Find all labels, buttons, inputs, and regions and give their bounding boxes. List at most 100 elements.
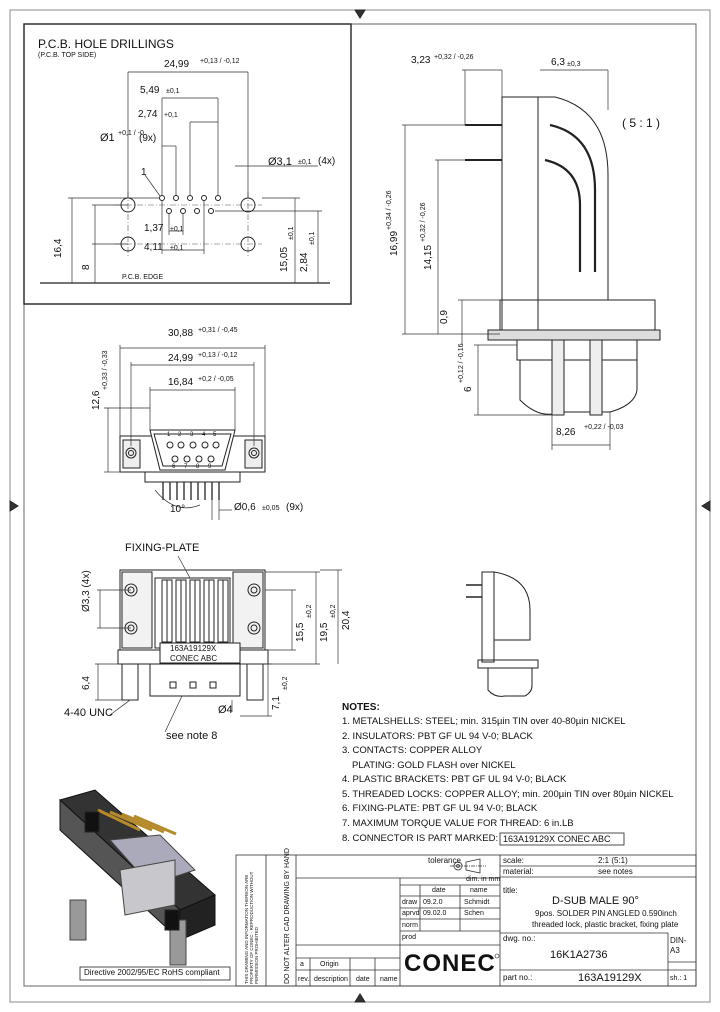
front-w1-tol: +0,31 / -0,45 <box>198 327 238 334</box>
front-pin-7: 7 <box>184 464 188 470</box>
pcb-dim-v4-tol: ±0,1 <box>309 231 316 245</box>
front-v1: 12,6 <box>91 390 102 410</box>
note-item: 7. MAXIMUM TORQUE VALUE FOR THREAD: 6 in… <box>342 818 574 829</box>
side-v1-tol: +0,34 / -0,26 <box>386 190 393 230</box>
tb-date-col: date <box>356 976 370 983</box>
note-item: 5. THREADED LOCKS: COPPER ALLOY; min. 20… <box>342 789 674 800</box>
bottom-v1-tol: ±0,2 <box>306 604 313 618</box>
tb-row-name: Schmidt <box>464 899 490 906</box>
side-b1-tol: +0,22 / -0,03 <box>584 424 624 431</box>
pcb-dim-d2: 5,49 <box>140 85 160 96</box>
bottom-v3: 20,4 <box>341 610 352 630</box>
side-v2-tol: +0,32 / -0,26 <box>420 202 427 242</box>
pcb-dim-d4: Ø1 <box>100 132 115 144</box>
front-w3-tol: +0,2 / -0,05 <box>198 376 234 383</box>
note-marking: 163A19129X CONEC ABC <box>503 834 611 844</box>
front-dimensions <box>104 345 266 520</box>
bottom-v5-tol: ±0,2 <box>282 676 289 690</box>
pcb-dim-v2: 8 <box>81 264 92 270</box>
bottom-hole: Ø3,3 (4x) <box>81 570 92 612</box>
tb-row-label: draw <box>402 899 418 906</box>
side-h1: 3,23 <box>411 55 431 66</box>
tb-material-value: see notes <box>598 867 633 876</box>
side-v1: 16,99 <box>389 230 400 256</box>
tb-title-1: D-SUB MALE 90° <box>552 895 639 907</box>
center-mark-bottom <box>354 993 366 1003</box>
tb-part-label: part no.: <box>503 973 533 982</box>
tb-row-label: aprvd <box>402 910 420 917</box>
tb-tolerance: tolerance <box>428 856 461 865</box>
rohs-label: Directive 2002/95/EC RoHS compliant <box>84 968 220 977</box>
pcb-dim-d2-tol: ±0,1 <box>166 88 180 95</box>
pcb-dim-v4: 2,84 <box>299 252 310 272</box>
tb-dwg-label: dwg. no.: <box>503 934 536 943</box>
front-pin-4: 4 <box>202 432 206 438</box>
front-pin-2: 2 <box>178 432 182 438</box>
tb-date-header: date <box>432 887 446 894</box>
bottom-v5: 7,1 <box>271 696 282 710</box>
conec-logo-mark <box>494 953 500 959</box>
tb-scale-label: scale: <box>503 856 524 865</box>
tb-row-date: 09.02.0 <box>423 910 447 917</box>
front-pin-5: 5 <box>213 432 217 438</box>
front-pin-8: 8 <box>196 464 200 470</box>
side-v4: 6 <box>463 386 474 392</box>
small-side-view <box>466 571 539 697</box>
bottom-v2-tol: ±0,2 <box>330 604 337 618</box>
tb-title-label: title: <box>503 886 518 895</box>
note-item: 8. CONNECTOR IS PART MARKED: <box>342 833 499 844</box>
pcb-edge-label: P.C.B. EDGE <box>122 274 164 281</box>
tb-name-col: name <box>380 976 398 983</box>
bottom-dimensions <box>95 555 342 733</box>
front-pin-d: Ø0,6 <box>234 502 256 513</box>
front-w2-tol: +0,13 / -0,12 <box>198 352 238 359</box>
pcb-dim-d6-tol: ±0,1 <box>170 226 184 233</box>
bottom-v4: 6,4 <box>81 676 92 690</box>
note-item: 1. METALSHELLS: STEEL; min. 315µin TIN o… <box>342 716 626 727</box>
center-mark-left <box>9 500 19 512</box>
tb-name-header: name <box>470 887 488 894</box>
bottom-view <box>117 569 269 701</box>
pcb-subtitle: (P.C.B. TOP SIDE) <box>38 52 97 59</box>
side-h1-tol: +0,32 / -0,26 <box>434 54 474 61</box>
side-h2: 6,3 <box>551 57 565 68</box>
note-item: PLATING: GOLD FLASH over NICKEL <box>352 760 516 771</box>
front-w1: 30,88 <box>168 328 194 339</box>
side-h2-tol: ±0,3 <box>567 61 581 68</box>
pcb-title: P.C.B. HOLE DRILLINGS <box>38 37 174 51</box>
bottom-see-note: see note 8 <box>166 730 218 742</box>
pcb-dim-d5: Ø3,1 <box>268 156 292 168</box>
side-v2: 14,15 <box>423 244 434 270</box>
pcb-dim-v1: 16,4 <box>53 238 64 258</box>
front-v1-tol: +0,33 / -0,33 <box>102 350 109 390</box>
front-view <box>119 429 266 500</box>
side-v4-tol: +0,12 / -0,16 <box>458 343 465 383</box>
bottom-d4: Ø4 <box>218 704 233 716</box>
marking-box <box>499 832 625 846</box>
tb-din: DIN-A3 <box>670 936 687 955</box>
fixing-plate-label: FIXING-PLATE <box>125 542 200 554</box>
pcb-pin-marker: 1 <box>141 167 147 178</box>
pcb-dim-v3-tol: ±0,1 <box>288 226 295 240</box>
tb-units: dim. in mm <box>466 876 501 883</box>
tb-rev: a <box>300 961 304 968</box>
tb-dwg-value: 16K1A2736 <box>550 949 608 961</box>
tb-rev-desc: Origin <box>320 961 339 968</box>
bottom-v1: 15,5 <box>295 622 306 642</box>
tb-desc-header: description <box>314 976 348 983</box>
tb-row-label: prod <box>402 934 417 941</box>
front-pin-1: 1 <box>167 432 171 438</box>
note-item: 2. INSULATORS: PBT GF UL 94 V-0; BLACK <box>342 731 533 742</box>
side-scale: ( 5 : 1 ) <box>622 116 661 130</box>
front-pin-3: 3 <box>190 432 194 438</box>
front-pin-d-tol: ±0,05 <box>262 505 280 512</box>
pcb-dim-d7-tol: ±0,1 <box>170 245 184 252</box>
connector-3d-image <box>59 789 216 966</box>
pcb-dim-d4-count: (9x) <box>139 133 157 144</box>
conec-logo: CONEC <box>404 950 496 977</box>
notes-heading: NOTES: <box>342 702 380 713</box>
side-dimensions <box>402 69 611 450</box>
bottom-marking-1: 163A19129X <box>170 644 217 653</box>
